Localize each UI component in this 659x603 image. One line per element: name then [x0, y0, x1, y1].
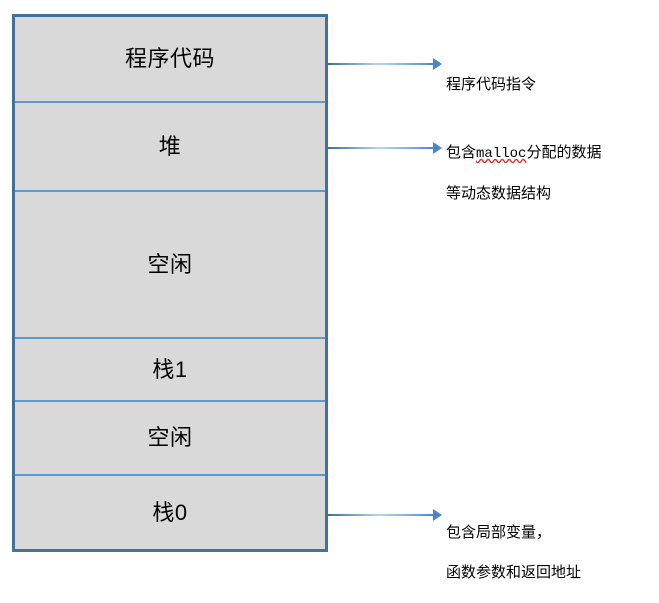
- memory-segment-free-upper: 空闲: [15, 190, 325, 337]
- annotation-heap: 包含malloc分配的数据 等动态数据结构: [446, 123, 601, 224]
- memory-segment-program-code: 程序代码: [15, 17, 325, 101]
- memory-segment-stack-0: 栈0: [15, 474, 325, 549]
- arrow-shaft: [328, 147, 434, 149]
- arrow-head-icon: [433, 142, 442, 154]
- arrow-shaft: [328, 63, 434, 65]
- annotation-line: 等动态数据结构: [446, 185, 552, 202]
- arrow-shaft: [328, 514, 434, 516]
- memory-segment-label: 程序代码: [124, 46, 215, 71]
- annotation-line: 程序代码指令: [446, 76, 537, 93]
- memory-segment-label: 空闲: [147, 251, 193, 277]
- diagram-canvas: 程序代码 堆 空闲 栈1 空闲 栈0 程序代码指令 包含ma: [12, 14, 601, 581]
- arrow-head-icon: [433, 58, 442, 70]
- annotation-code-malloc: malloc: [476, 146, 527, 162]
- memory-segment-stack-1: 栈1: [15, 337, 325, 400]
- annotation-line: 包含局部变量，: [446, 524, 552, 541]
- annotation-line: 函数参数和返回地址: [446, 564, 582, 581]
- memory-layout-box: 程序代码 堆 空闲 栈1 空闲 栈0: [12, 14, 328, 552]
- memory-segment-label: 空闲: [147, 425, 193, 450]
- memory-segment-label: 栈0: [152, 499, 188, 525]
- annotation-line: 包含malloc分配的数据: [446, 143, 601, 164]
- memory-segment-heap: 堆: [15, 101, 325, 190]
- arrow-program-code: [328, 58, 442, 70]
- arrow-stack-0: [328, 509, 442, 521]
- annotation-stack-0: 包含局部变量， 函数参数和返回地址: [446, 503, 581, 603]
- arrow-head-icon: [433, 509, 442, 521]
- memory-segment-free-lower: 空闲: [15, 400, 325, 474]
- memory-segment-label: 堆: [158, 133, 182, 159]
- arrow-heap: [328, 142, 442, 154]
- annotation-program-code: 程序代码指令: [446, 55, 536, 115]
- memory-segment-label: 栈1: [152, 356, 188, 382]
- annotation-text-suffix: 分配的数据: [526, 144, 602, 161]
- annotation-text-prefix: 包含: [446, 144, 477, 161]
